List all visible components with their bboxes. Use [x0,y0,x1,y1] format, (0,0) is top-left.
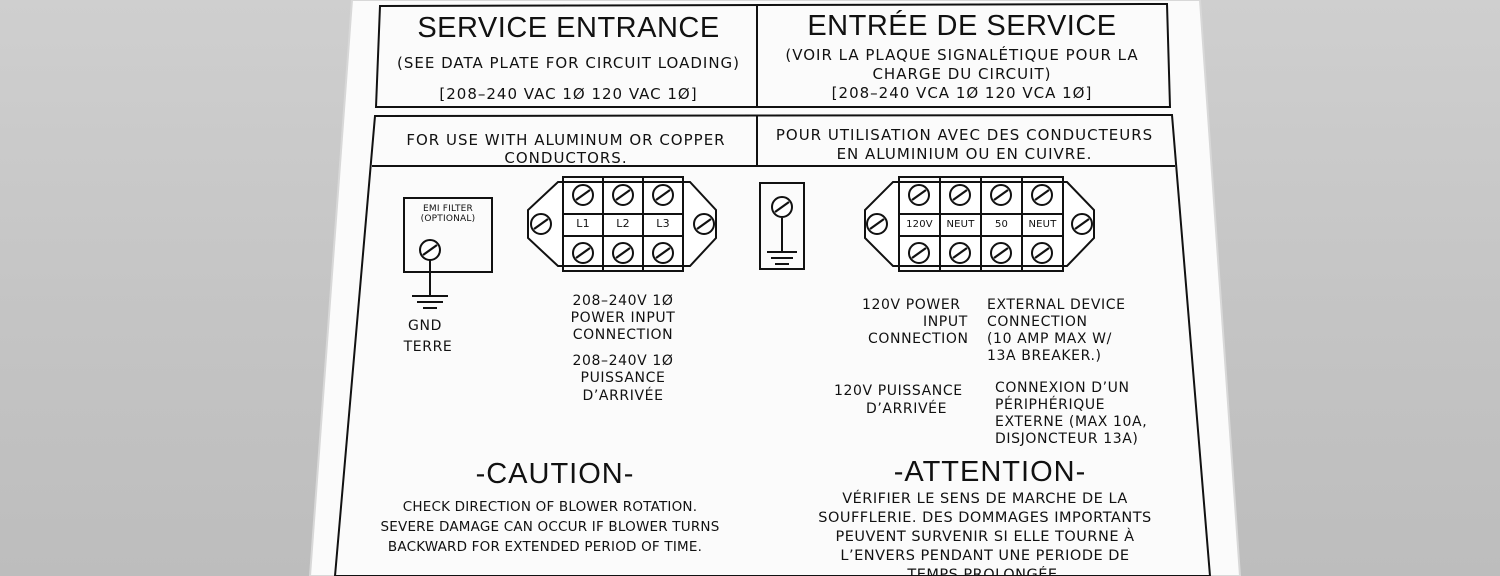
emi-screw-icon [418,238,442,262]
ground-terminal [759,182,805,270]
terminal-label-l3: L3 [656,217,670,230]
left-en-2: POWER INPUT [570,310,676,326]
terminal-block-left [527,176,717,272]
terminal-label-l1: L1 [576,217,590,230]
caution-line-2: SEVERE DAMAGE CAN OCCUR IF BLOWER TURNS [380,519,720,535]
left-fr-1: 208–240V 1Ø [572,353,674,369]
right-en-ext-2: CONNECTION [987,314,1088,330]
attention-title: -ATTENTION- [893,456,1087,488]
subtitle-fr-1: (VOIR LA PLAQUE SIGNALÉTIQUE POUR LA [785,46,1139,64]
left-en-1: 208–240V 1Ø [572,293,674,309]
caution-line-3: BACKWARD FOR EXTENDED PERIOD OF TIME. [387,539,703,555]
left-fr-3: D’ARRIVÉE [582,388,664,404]
emi-label-1: EMI FILTER [422,204,473,214]
right-en-power-1: 120V POWER [862,297,961,313]
attention-line-3: PEUVENT SURVENIR SI ELLE TOURNE À [835,529,1135,545]
right-fr-ext-2: PÉRIPHÉRIQUE [995,397,1106,413]
terminal-block-right [864,176,1095,272]
subtitle-fr-2: CHARGE DU CIRCUIT) [872,65,1052,83]
gnd-label-en: GND [408,318,442,334]
label-paper [310,0,1240,576]
attention-line-1: VÉRIFIER LE SENS DE MARCHE DE LA [842,491,1128,507]
main-box [333,113,1212,576]
right-en-ext-4: 13A BREAKER.) [987,348,1102,364]
right-fr-ext-4: DISJONCTEUR 13A) [995,431,1139,447]
gnd-label-fr: TERRE [403,339,453,355]
title-fr: ENTRÉE DE SERVICE [807,10,1117,42]
caution-line-1: CHECK DIRECTION OF BLOWER ROTATION. [402,499,698,515]
right-en-power-2: INPUT [923,314,968,330]
left-en-3: CONNECTION [572,327,674,343]
voltage-en: [208–240 VAC 1Ø 120 VAC 1Ø] [439,85,698,103]
terminal-label-l2: L2 [616,217,630,230]
emi-label-2: (OPTIONAL) [420,214,476,224]
terminal-label-120v: 120V [906,219,933,230]
right-fr-ext-3: EXTERNE (MAX 10A, [995,414,1148,430]
emi-filter-symbol [403,197,493,309]
header-box [374,2,1172,108]
right-en-power-3: CONNECTION [868,331,969,347]
left-fr-2: PUISSANCE [580,370,666,386]
right-en-ext-1: EXTERNAL DEVICE [987,297,1126,313]
subtitle-en: (SEE DATA PLATE FOR CIRCUIT LOADING) [396,54,741,72]
terminal-label-50: 50 [994,219,1009,230]
attention-line-5: TEMPS PROLONGÉE. [907,567,1063,576]
conductors-en-1: FOR USE WITH ALUMINUM OR COPPER [406,131,726,149]
right-fr-power-2: D’ARRIVÉE [866,401,948,417]
terminal-label-neut-2: NEUT [1028,219,1057,230]
conductors-fr-1: POUR UTILISATION AVEC DES CONDUCTEURS [775,126,1154,144]
attention-line-4: L’ENVERS PENDANT UNE PERIODE DE [840,548,1130,564]
right-fr-ext-1: CONNEXION D’UN [995,380,1130,396]
right-fr-power-1: 120V PUISSANCE [834,383,963,399]
voltage-fr: [208–240 VCA 1Ø 120 VCA 1Ø] [831,84,1093,102]
conductors-fr-2: EN ALUMINIUM OU EN CUIVRE. [836,145,1093,163]
terminal-label-neut-1: NEUT [946,219,975,230]
right-en-ext-3: (10 AMP MAX W/ [987,331,1112,347]
title-en: SERVICE ENTRANCE [417,12,720,44]
conductors-en-2: CONDUCTORS. [504,149,628,167]
attention-line-2: SOUFFLERIE. DES DOMMAGES IMPORTANTS [818,510,1152,526]
caution-title: -CAUTION- [475,458,635,490]
